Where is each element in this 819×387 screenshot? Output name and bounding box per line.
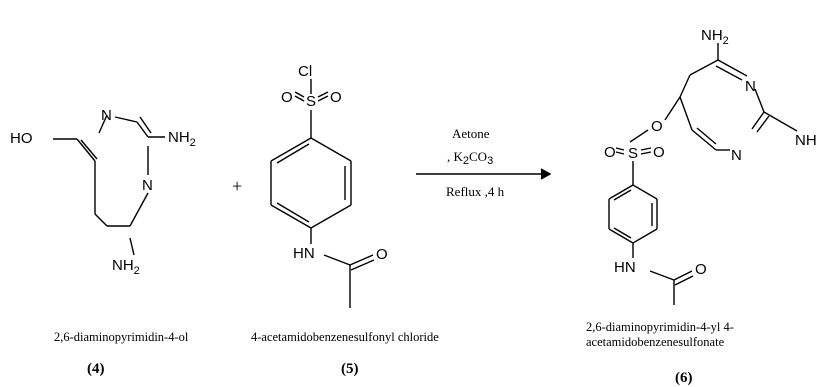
product-sulfonyl-oxygen-left: O — [604, 144, 616, 161]
amino-group-bottom: NH2 — [112, 257, 140, 277]
compound-4-structure — [53, 114, 165, 256]
compound-6-label: (6) — [675, 370, 693, 386]
product-ring-nitrogen-1: N — [745, 78, 756, 95]
compound-4-label: (4) — [87, 361, 105, 377]
product-nh-label: NH — [795, 132, 817, 149]
compound-5-label: (5) — [341, 361, 359, 377]
product-sulfonyl-oxygen-right: O — [653, 144, 665, 161]
reaction-arrow — [416, 168, 552, 180]
condition-solvent: Aetone — [452, 126, 490, 141]
compound-6-name-line1: 2,6-diaminopyrimidin-4-yl 4- — [586, 320, 734, 334]
product-amino-group: NH2 — [701, 27, 729, 47]
chlorine-label: Cl — [298, 63, 312, 80]
sulfonyl-oxygen-left: O — [281, 89, 293, 106]
amino-group-top: NH2 — [168, 129, 196, 149]
compound-5-name: 4-acetamidobenzenesulfonyl chloride — [251, 330, 439, 344]
ring-nitrogen-1: N — [101, 107, 112, 124]
condition-base: , K2CO3 — [447, 149, 493, 167]
product-amide-nh-label: HN — [614, 259, 636, 276]
ring-nitrogen-2: N — [142, 177, 153, 194]
sulfur-label: S — [306, 93, 316, 110]
compound-6-name-line2: acetamidobenzenesulfonate — [586, 335, 725, 349]
sulfonyl-oxygen-right: O — [330, 89, 342, 106]
amide-oxygen: O — [376, 246, 388, 263]
hydroxyl-label: HO — [10, 130, 33, 147]
product-ring-nitrogen-2: N — [731, 147, 742, 164]
compound-4-name: 2,6-diaminopyrimidin-4-ol — [54, 330, 189, 344]
compound-5-structure — [270, 79, 375, 308]
plus-sign: + — [232, 176, 242, 196]
product-sulfur-label: S — [628, 145, 638, 162]
product-amide-oxygen: O — [695, 261, 707, 278]
condition-reflux: Reflux ,4 h — [446, 184, 505, 199]
amide-nh-label: HN — [293, 245, 315, 262]
compound-6-structure — [608, 43, 798, 305]
ester-oxygen: O — [651, 118, 663, 135]
